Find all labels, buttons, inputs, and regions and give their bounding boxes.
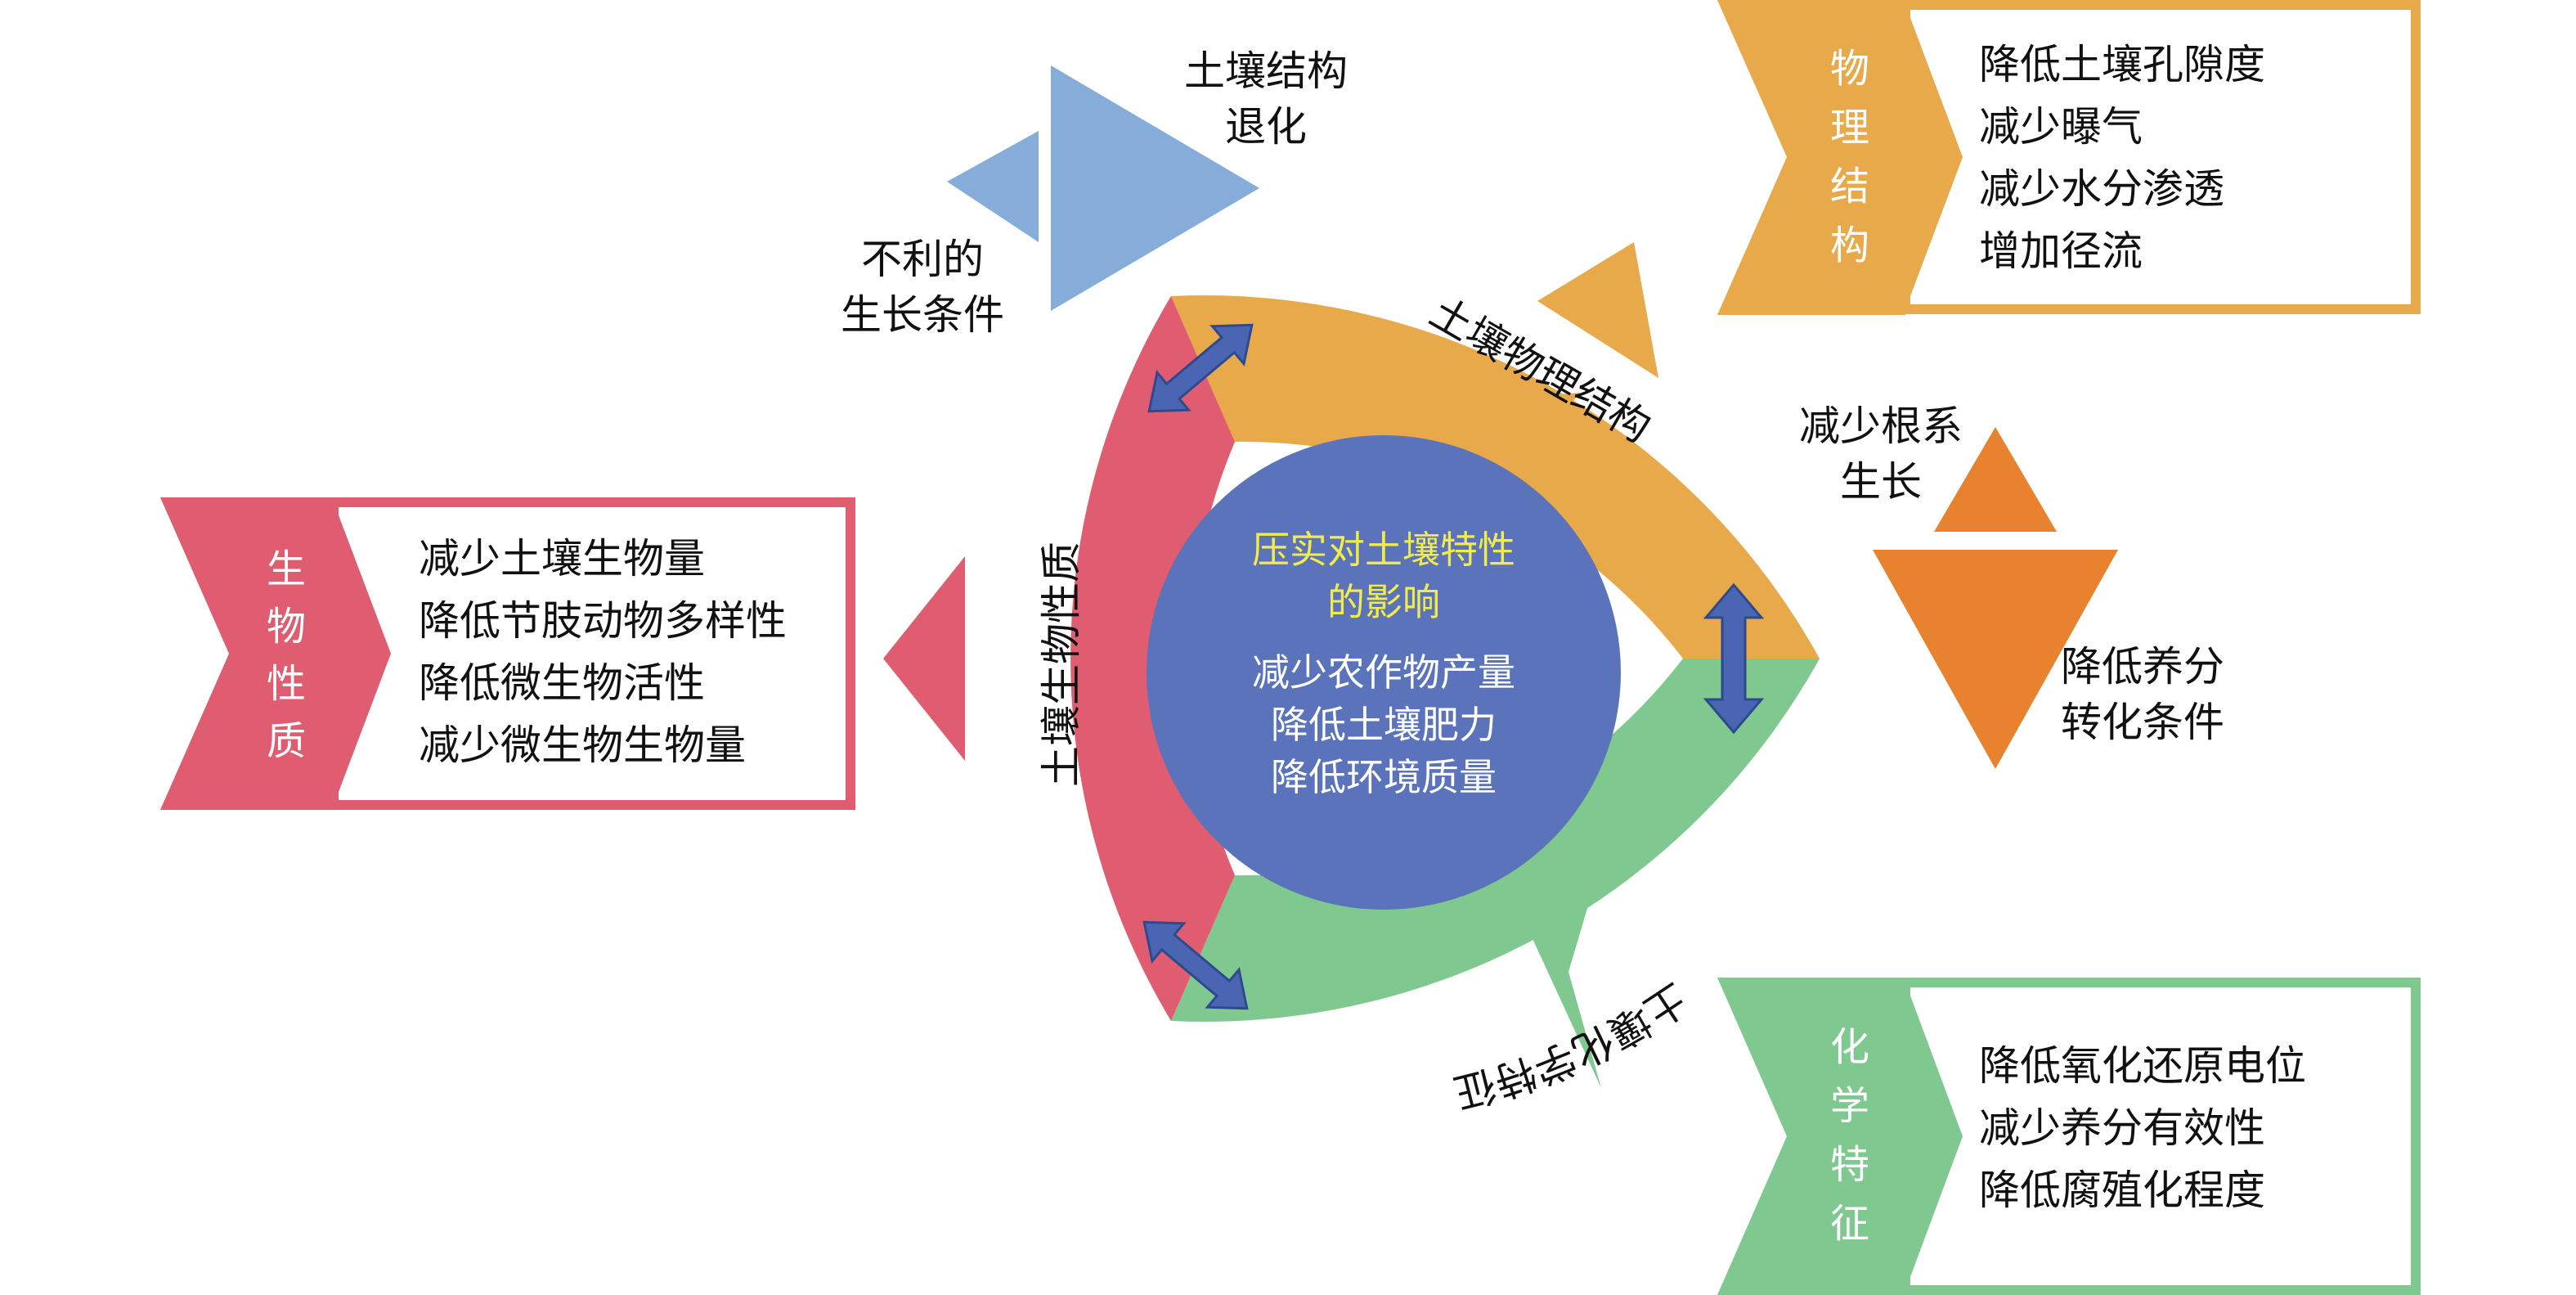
ring — [883, 242, 1820, 1088]
center-circle — [1147, 435, 1621, 910]
physical-box-panel — [1901, 0, 2421, 314]
center-effect-2: 降低土壤肥力 — [1271, 703, 1497, 747]
physical-tab-char-3: 结 — [1830, 164, 1869, 209]
biological-box-panel — [329, 497, 855, 810]
physical-item-1: 降低土壤孔隙度 — [1979, 41, 2265, 88]
physical-box-tab — [1717, 0, 1905, 315]
triangle-up-orange-icon — [1934, 427, 2057, 532]
biological-tab-char-4: 质 — [267, 718, 306, 764]
center-title-line1: 压实对土壤特性 — [1252, 528, 1515, 572]
root-triangles — [1873, 427, 2118, 769]
center-text: 压实对土壤特性 的影响 减少农作物产量 降低土壤肥力 降低环境质量 — [1252, 528, 1515, 799]
triangle-right-blue-icon — [1051, 65, 1259, 311]
physical-tab-char-4: 构 — [1830, 223, 1869, 268]
annotation-unfavorable-line1: 不利的 — [861, 236, 984, 283]
annotation-nutrient-line2: 转化条件 — [2061, 699, 2224, 746]
biological-item-2: 降低节肢动物多样性 — [419, 597, 787, 645]
physical-item-4: 增加径流 — [1979, 227, 2143, 275]
chemical-box-tab — [1717, 978, 1905, 1295]
double-arrow-bio-chemical — [1142, 920, 1249, 1010]
annotation-root-line2: 生长 — [1840, 458, 1922, 506]
center-title-line2: 的影响 — [1327, 580, 1440, 624]
annotation-nutrient-line1: 降低养分 — [2061, 643, 2224, 690]
biological-tab-char-1: 生 — [267, 546, 306, 592]
physical-box: 物 理 结 构 降低土壤孔隙度 减少曝气 减少水分渗透 增加径流 — [1717, 0, 2421, 315]
triangle-down-orange-icon — [1873, 550, 2118, 769]
ring-bulge-physical — [1456, 393, 1580, 463]
annotation-structure-line2: 退化 — [1225, 103, 1307, 151]
biological-box: 生 物 性 质 减少土壤生物量 降低节肢动物多样性 降低微生物活性 减少微生物生… — [160, 497, 855, 810]
annotation-structure-line1: 土壤结构 — [1184, 47, 1348, 95]
ring-arrowhead-physical — [1537, 242, 1658, 378]
structure-triangles — [947, 65, 1259, 311]
double-arrow-bio-physical — [1147, 323, 1254, 413]
chemical-item-1: 降低氧化还原电位 — [1979, 1042, 2306, 1090]
ring-arrowhead-biological — [883, 556, 965, 761]
chemical-tab-char-2: 学 — [1830, 1083, 1869, 1129]
chemical-tab-char-1: 化 — [1830, 1024, 1869, 1070]
annotation-root: 减少根系 生长 — [1799, 402, 1963, 506]
annotation-nutrient: 降低养分 转化条件 — [2061, 643, 2224, 746]
annotation-structure: 土壤结构 退化 — [1184, 47, 1348, 151]
center-effect-1: 减少农作物产量 — [1252, 650, 1515, 695]
physical-tab-char-2: 理 — [1830, 105, 1869, 151]
biological-tab-char-3: 性 — [267, 661, 306, 707]
biological-box-tab — [160, 497, 334, 810]
center-effect-3: 降低环境质量 — [1271, 755, 1497, 799]
physical-item-3: 减少水分渗透 — [1979, 165, 2224, 213]
chemical-tab-char-3: 特 — [1830, 1142, 1869, 1188]
annotation-unfavorable-line2: 生长条件 — [841, 291, 1004, 339]
ring-label-biological: 土壤生物性质 — [1038, 542, 1085, 787]
physical-item-2: 减少曝气 — [1979, 103, 2143, 151]
biological-item-3: 降低微生物活性 — [419, 659, 705, 707]
annotation-root-line1: 减少根系 — [1799, 402, 1963, 450]
biological-tab-char-2: 物 — [267, 604, 306, 650]
biological-item-1: 减少土壤生物量 — [419, 535, 705, 582]
chemical-tab-char-4: 征 — [1830, 1201, 1869, 1247]
interaction-arrows — [1142, 323, 1765, 1010]
chemical-item-3: 降低腐殖化程度 — [1979, 1167, 2265, 1214]
double-arrow-physical-chemical — [1703, 582, 1765, 735]
physical-tab-char-1: 物 — [1830, 46, 1869, 92]
annotation-unfavorable: 不利的 生长条件 — [841, 236, 1004, 339]
triangle-up-blue-icon — [947, 131, 1039, 242]
chemical-box-panel — [1901, 978, 2421, 1295]
chemical-box: 化 学 特 征 降低氧化还原电位 减少养分有效性 降低腐殖化程度 — [1717, 978, 2421, 1295]
biological-item-4: 减少微生物生物量 — [419, 722, 746, 769]
ring-arrowhead-chemical — [1488, 843, 1601, 1088]
chemical-item-2: 减少养分有效性 — [1979, 1104, 2265, 1152]
